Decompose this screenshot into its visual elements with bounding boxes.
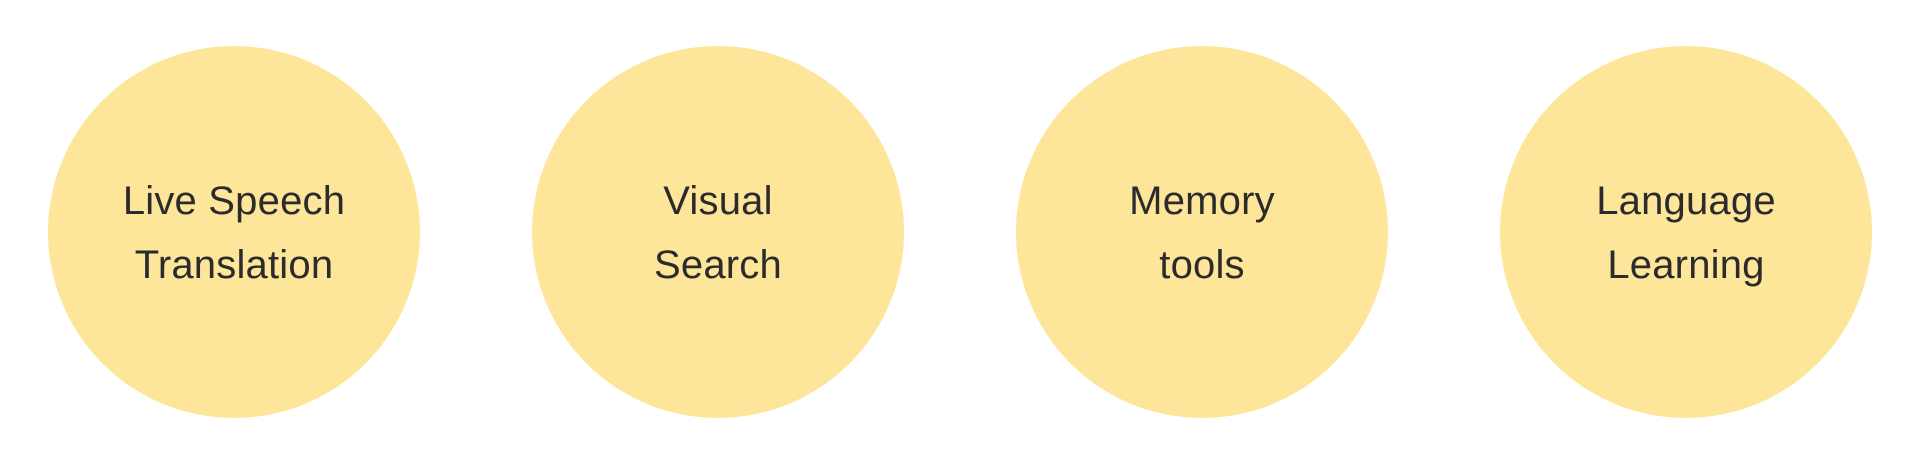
feature-circle-language-learning: Language Learning <box>1500 46 1872 418</box>
feature-label: Memory tools <box>1129 179 1275 287</box>
feature-label: Live Speech Translation <box>122 179 346 287</box>
feature-circle-live-speech-translation: Live Speech Translation <box>48 46 420 418</box>
feature-label: Language Learning <box>1596 179 1776 287</box>
feature-label: Visual Search <box>654 179 782 287</box>
feature-circle-memory-tools: Memory tools <box>1016 46 1388 418</box>
feature-circle-visual-search: Visual Search <box>532 46 904 418</box>
